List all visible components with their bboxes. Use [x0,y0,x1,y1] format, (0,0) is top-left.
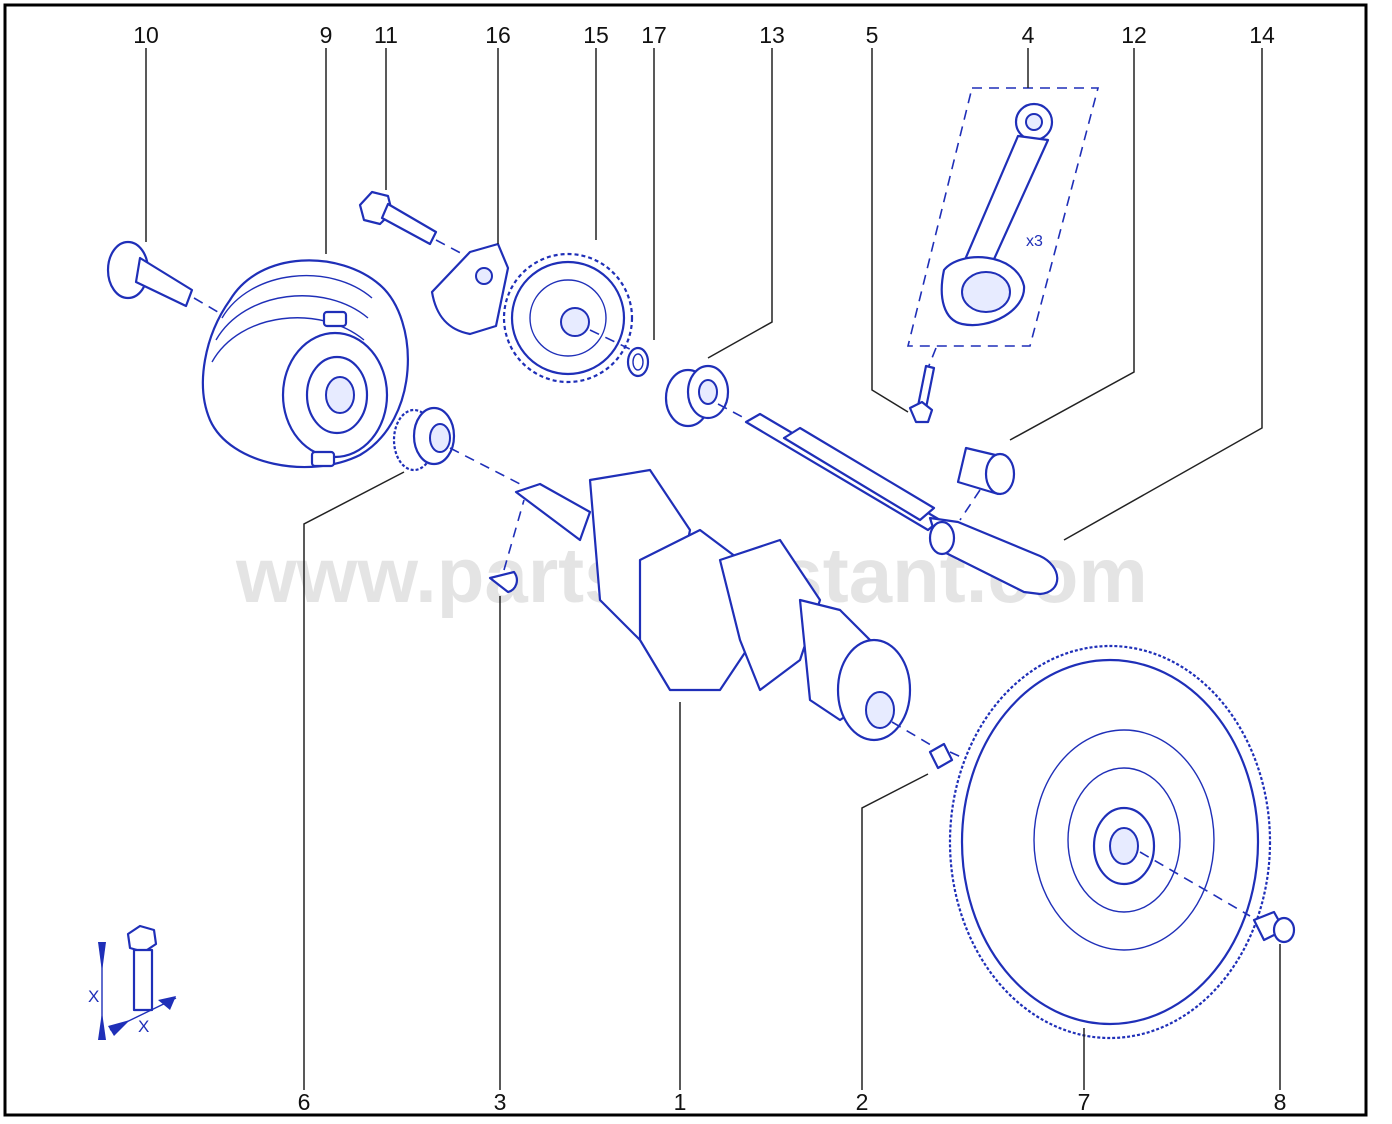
connecting-rod[interactable]: x3 [906,87,1100,347]
callout-1[interactable]: 1 [674,1089,687,1115]
needle-bearing[interactable] [956,446,1016,521]
callout-7[interactable]: 7 [1078,1089,1091,1115]
callout-3[interactable]: 3 [494,1089,507,1115]
callout-14[interactable]: 14 [1249,22,1275,48]
callout-4[interactable]: 4 [1022,22,1035,48]
callout-11[interactable]: 11 [374,22,398,48]
callout-17[interactable]: 17 [641,22,667,48]
callout-12[interactable]: 12 [1121,22,1147,48]
callout-15[interactable]: 15 [583,22,609,48]
flywheel[interactable] [948,644,1272,1040]
seal-ring[interactable] [626,346,650,378]
balancer-shaft[interactable] [744,412,1059,596]
callout-6[interactable]: 6 [298,1089,311,1115]
connecting-rod-bolt[interactable] [908,347,937,424]
callout-9[interactable]: 9 [320,22,333,48]
callout-numbers: 10 9 11 16 15 17 13 5 4 12 14 6 3 1 2 7 … [133,22,1286,1115]
callout-5[interactable]: 5 [866,22,879,48]
crankshaft[interactable] [514,468,937,749]
bolt-symbol-label-horizontal: X [138,1017,149,1036]
bolt-symbol-label-vertical: X [88,987,99,1006]
gear-bolt[interactable] [358,190,471,259]
flywheel-bolt[interactable] [1252,910,1296,944]
crankshaft-pulley[interactable] [201,259,409,469]
leader-lines [145,48,1281,1090]
bolt-angle-symbol: X X [88,924,177,1040]
callout-10[interactable]: 10 [133,22,159,48]
callout-16[interactable]: 16 [485,22,511,48]
diagram-frame [3,3,1368,1117]
callout-2[interactable]: 2 [856,1089,869,1115]
callout-8[interactable]: 8 [1274,1089,1287,1115]
crankshaft-sprocket[interactable] [392,406,521,485]
balancer-gear[interactable] [502,252,637,384]
callout-13[interactable]: 13 [759,22,785,48]
shaft-bearing[interactable] [664,364,749,428]
woodruff-key[interactable] [488,499,525,594]
counterweight-plate[interactable] [430,242,510,336]
quantity-label: x3 [1026,233,1043,250]
